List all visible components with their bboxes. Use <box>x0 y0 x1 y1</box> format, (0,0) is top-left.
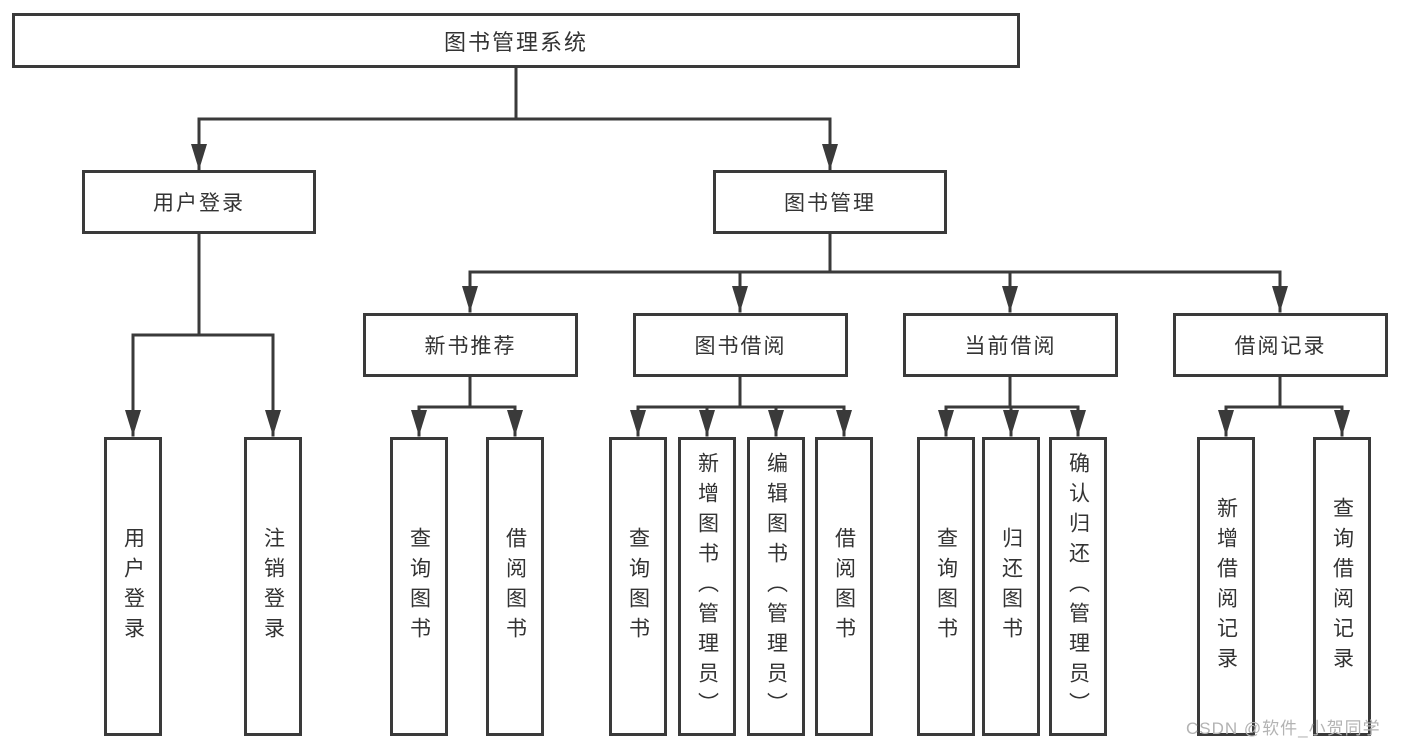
node-label: 用户登录 <box>153 192 245 215</box>
leaf-add-borrow-record: 新增借阅记录 <box>1197 437 1255 736</box>
leaf-label: 查询图书 <box>626 526 650 647</box>
leaf-query-book-2: 查询图书 <box>609 437 667 736</box>
leaf-label: 编辑图书（管理员） <box>764 451 788 722</box>
leaf-borrow-book-1: 借阅图书 <box>486 437 544 736</box>
leaf-query-borrow-record: 查询借阅记录 <box>1313 437 1371 736</box>
leaf-edit-book-admin: 编辑图书（管理员） <box>747 437 805 736</box>
leaf-query-book-3: 查询图书 <box>917 437 975 736</box>
leaf-label: 查询借阅记录 <box>1330 496 1354 677</box>
leaf-label: 确认归还（管理员） <box>1066 451 1090 722</box>
node-label: 借阅记录 <box>1234 335 1327 358</box>
leaf-label: 注销登录 <box>261 526 285 647</box>
node-book-management: 图书管理 <box>713 170 947 234</box>
leaf-return-book: 归还图书 <box>982 437 1040 736</box>
node-label: 新书推荐 <box>424 335 517 358</box>
leaf-confirm-return-admin: 确认归还（管理员） <box>1049 437 1107 736</box>
node-label: 当前借阅 <box>964 335 1057 358</box>
node-user-login: 用户登录 <box>82 170 316 234</box>
leaf-label: 查询图书 <box>934 526 958 647</box>
node-borrow-record: 借阅记录 <box>1173 313 1388 377</box>
leaf-add-book-admin: 新增图书（管理员） <box>678 437 736 736</box>
node-new-book-recommend: 新书推荐 <box>363 313 578 377</box>
csdn-watermark: CSDN @软件_小贺同学 <box>1186 719 1381 738</box>
node-label: 图书管理系统 <box>443 29 588 55</box>
leaf-logout: 注销登录 <box>244 437 302 736</box>
leaf-label: 用户登录 <box>121 526 145 647</box>
node-label: 图书管理 <box>784 192 876 215</box>
node-book-borrow: 图书借阅 <box>633 313 848 377</box>
leaf-label: 归还图书 <box>999 526 1023 647</box>
leaf-label: 查询图书 <box>407 526 431 647</box>
leaf-label: 借阅图书 <box>832 526 856 647</box>
leaf-borrow-book-2: 借阅图书 <box>815 437 873 736</box>
node-library-management-system: 图书管理系统 <box>12 13 1020 68</box>
leaf-label: 新增图书（管理员） <box>695 451 719 722</box>
leaf-query-book-1: 查询图书 <box>390 437 448 736</box>
leaf-label: 借阅图书 <box>503 526 527 647</box>
leaf-label: 新增借阅记录 <box>1214 496 1238 677</box>
leaf-user-login: 用户登录 <box>104 437 162 736</box>
node-current-borrow: 当前借阅 <box>903 313 1118 377</box>
node-label: 图书借阅 <box>694 335 787 358</box>
